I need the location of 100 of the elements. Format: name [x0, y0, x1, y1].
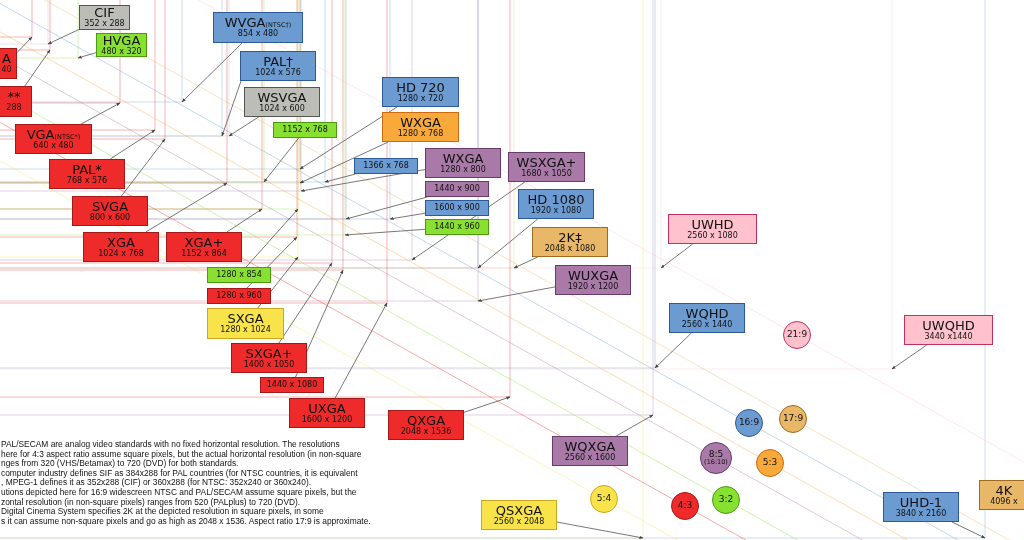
resolution-label: 1366 x 768 [363, 161, 409, 171]
aspect-ratio-label: 21:9 [786, 330, 808, 340]
resolution-label: 1600 x 1200 [301, 415, 353, 424]
standard-box [382, 112, 459, 142]
aspect-ratio-circle [779, 405, 807, 433]
resolution-label: 1280 x 960 [216, 291, 262, 301]
standard-box [0, 86, 32, 117]
standard-name: SVGA [91, 200, 129, 214]
standard-name: WQHD [685, 307, 729, 321]
standard-box [382, 77, 459, 107]
footnote-text: PAL/SECAM are analog video standards with no fixed horizontal resolution. The resolutions [1, 439, 340, 449]
aspect-ratio-label: 8:5 [708, 449, 724, 459]
aspect-ratio-circle [590, 485, 618, 513]
standard-box [207, 288, 271, 304]
aspect-ratio-label: 16:9 [738, 418, 760, 428]
footnote-text: nges from 320 (VHS/Betamax) to 720 (DVD) for both standards. [1, 458, 239, 469]
standard-box [244, 87, 320, 117]
standard-box [15, 124, 92, 154]
resolution-label: 1600 x 900 [434, 203, 480, 213]
resolution-label: 40 [1, 66, 12, 75]
standard-box [96, 33, 147, 57]
aspect-ratio-label: 17:9 [782, 414, 804, 424]
standard-box [260, 377, 324, 393]
standard-box [979, 480, 1024, 510]
resolution-label: 1024 x 768 [98, 249, 144, 258]
standard-name: UWHD [691, 218, 734, 232]
standard-box [49, 159, 125, 189]
standard-name: WQXGA [564, 440, 616, 454]
standard-box [166, 232, 242, 262]
resolution-label: 1280 x 854 [216, 270, 262, 280]
standard-name: UWQHD [922, 319, 975, 333]
standard-box [425, 200, 489, 216]
resolution-label: 1280 x 768 [397, 129, 444, 138]
resolution-label: 1440 x 960 [434, 222, 480, 232]
resolution-label: 2048 x 1080 [544, 244, 596, 253]
standard-box [518, 189, 594, 219]
resolution-label: 1280 x 1024 [220, 326, 271, 335]
standard-box [481, 500, 557, 530]
resolution-label: 1280 x 800 [440, 165, 486, 174]
standard-name: SXGA+ [245, 347, 293, 361]
footnote-text: , MPEG-1 defines it as 352x288 (CIF) or 360x288 (for NTSC: 352x240 or 360x240). [1, 477, 312, 488]
footnote-text: s it can assume non-square pixels and go as high as 2048 x 1536. Aspect ratio 17:9 is approximate. [1, 515, 371, 526]
standard-name: WSVGA [257, 91, 307, 105]
resolution-label: 1024 x 576 [255, 68, 301, 77]
standard-name: PAL† [263, 55, 293, 69]
resolution-label: 800 x 600 [89, 213, 131, 222]
standard-name: QSXGA [495, 504, 543, 518]
standard-box [207, 308, 284, 339]
resolution-label: 1152 x 864 [181, 249, 227, 258]
standard-name: XGA+ [184, 236, 224, 250]
standard-name: WXGA [442, 152, 484, 166]
standard-name: HD 720 [396, 81, 445, 95]
standard-name: XGA [107, 236, 135, 250]
standard-box [213, 12, 303, 43]
standard-box [273, 122, 337, 138]
footnote-text: here for 4:3 aspect ratio assume square pixels, but the actual horizontal resolution (in non-square [1, 448, 362, 459]
resolution-label: 1680 x 1050 [521, 169, 572, 178]
standard-box [552, 436, 628, 466]
standard-box [425, 148, 501, 178]
standard-box [79, 5, 130, 30]
footnote-text: computer industry defines SIF as 384x288 for PAL countries (for NTSC countries, it is equivalent [1, 467, 358, 478]
resolution-label: 2560 x 2048 [493, 517, 545, 526]
standard-box [83, 232, 159, 262]
resolution-label: 2048 x 1536 [400, 427, 452, 436]
aspect-ratio-circle [756, 449, 784, 477]
standard-box [532, 227, 608, 257]
resolution-label: 1440 x 1080 [266, 380, 318, 390]
aspect-ratio-label: 4:3 [677, 501, 693, 511]
footnote-text: zontal resolution (in non-square pixels) ranges from 520 (PALplus) to 720 (DVD). [1, 496, 301, 507]
standard-name: HD 1080 [527, 193, 585, 207]
standard-name: 2K‡ [558, 231, 582, 245]
resolution-label: 3840 x 2160 [895, 509, 947, 518]
aspect-ratio-circle [671, 492, 699, 520]
standard-name: WUXGA [567, 269, 619, 283]
resolution-label: 2560 x 1600 [564, 453, 616, 462]
aspect-ratio-circle [712, 486, 740, 514]
standard-box [0, 48, 17, 79]
standard-name: PAL* [72, 163, 102, 177]
aspect-ratio-label: 3:2 [718, 495, 734, 505]
standard-name: QXGA [406, 414, 446, 428]
standard-name: UXGA [308, 402, 346, 416]
footnote-text: utions depicted here for 16:9 widescreen NTSC and PAL/SECAM assume square pixels, but the [1, 487, 357, 497]
resolution-label: 640 x 480 [33, 141, 74, 150]
standard-name: WSXGA+ [516, 156, 577, 170]
standard-name: UHD-1 [899, 496, 943, 510]
standard-box [388, 410, 464, 440]
resolution-label: 1920 x 1080 [530, 206, 582, 215]
standard-box [425, 219, 489, 235]
standard-name: 4K [995, 484, 1013, 498]
aspect-ratio-label: 5:3 [762, 458, 778, 468]
resolution-label: 480 x 320 [101, 47, 142, 56]
standard-name: WXGA [400, 116, 441, 130]
standard-box [425, 181, 489, 197]
resolution-label: 854 x 480 [237, 30, 279, 39]
resolution-label: 2560 x 1080 [687, 231, 738, 240]
aspect-ratio-circle [783, 321, 811, 349]
aspect-ratio-circle [700, 442, 732, 474]
resolution-label: 2560 x 1440 [681, 320, 733, 329]
standard-box [508, 152, 585, 182]
standard-box [207, 267, 271, 283]
